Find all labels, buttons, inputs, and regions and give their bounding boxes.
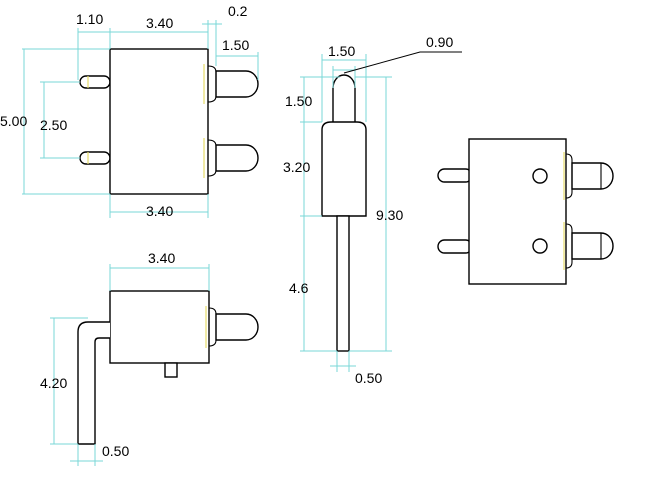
dim-label-plunger-length: 1.50 — [222, 37, 249, 53]
dim-label-tip-width: 1.50 — [328, 43, 355, 59]
dim-label-body-width: 3.40 — [146, 15, 173, 31]
top-left-pin-top — [437, 168, 473, 183]
dim-label-side-width: 3.40 — [148, 250, 175, 266]
front-collar-top — [207, 65, 217, 103]
front-view: 1.10 3.40 0.2 1.50 5.00 2.50 3.40 — [0, 3, 259, 219]
side-plunger — [215, 313, 259, 341]
dim-label-body-height: 5.00 — [0, 113, 27, 129]
dim-label-body-length: 3.20 — [283, 159, 310, 175]
top-left-pin-bottom — [437, 239, 473, 254]
side-collar — [208, 307, 217, 347]
front-left-pin-bottom — [79, 151, 111, 165]
plunger-pin — [336, 215, 350, 352]
dim-label-tip-diameter: 0.90 — [426, 34, 453, 50]
side-l-pin — [77, 321, 110, 445]
dim-label-tip-length: 1.50 — [285, 93, 312, 109]
top-body — [468, 138, 567, 285]
top-hole-bottom — [532, 238, 548, 254]
side-stub — [164, 362, 178, 378]
dim-label-side-pin-length: 4.20 — [40, 375, 67, 391]
plunger-view: 1.50 0.90 1.50 3.20 9.30 4.6 0.50 — [283, 34, 462, 386]
front-left-pin-top — [79, 75, 111, 89]
top-view — [437, 138, 614, 285]
top-collar-bottom — [565, 223, 573, 269]
leader-line — [343, 51, 462, 74]
dim-label-side-pin-width: 0.50 — [102, 443, 129, 459]
front-plunger-top — [215, 70, 259, 98]
front-collar-bottom — [207, 139, 217, 177]
top-hole-top — [532, 168, 548, 184]
plunger-body — [321, 121, 367, 217]
plunger-tip — [332, 74, 356, 122]
front-plunger-bottom — [215, 144, 259, 172]
dim-label-bottom-width: 3.40 — [146, 203, 173, 219]
top-plunger-top — [571, 162, 614, 190]
dim-label-pin-width: 0.50 — [355, 370, 382, 386]
top-collar-top — [565, 153, 573, 199]
top-plunger-bottom — [571, 232, 614, 260]
side-body — [109, 290, 210, 364]
dim-label-total-length: 9.30 — [376, 207, 403, 223]
dim-label-gap: 0.2 — [228, 3, 248, 19]
front-body — [109, 48, 209, 195]
dim-label-pin-offset: 1.10 — [76, 11, 103, 27]
dim-label-pin-length: 4.6 — [289, 280, 309, 296]
side-view: 3.40 4.20 0.50 — [40, 250, 259, 466]
dim-label-pin-pitch: 2.50 — [40, 117, 67, 133]
